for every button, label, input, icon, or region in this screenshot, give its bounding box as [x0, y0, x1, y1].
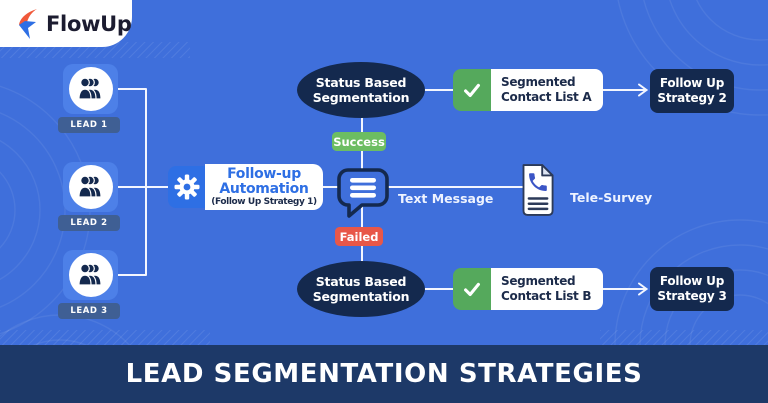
- lead-1-avatar: [68, 67, 113, 111]
- gear-icon-box: [168, 166, 205, 208]
- segmented-contact-list-b: Segmented Contact List B: [453, 268, 603, 310]
- flowup-logo-mark-icon: [19, 8, 37, 39]
- hatch-decoration-bottom-right: [600, 330, 768, 345]
- page-title: LEAD SEGMENTATION STRATEGIES: [125, 359, 643, 389]
- text-message-label: Text Message: [398, 191, 494, 206]
- status-based-segmentation-top: Status Based Segmentation: [297, 62, 425, 118]
- automation-title-line2: Automation: [219, 180, 309, 197]
- lead-2-label: LEAD 2: [58, 215, 120, 231]
- contact-list-a-line2: Contact List A: [501, 90, 592, 104]
- segmented-contact-list-a: Segmented Contact List A: [453, 69, 603, 111]
- people-group-icon: [77, 263, 102, 286]
- strategy-3-line1: Follow Up: [659, 274, 725, 288]
- tele-survey-label: Tele-Survey: [570, 190, 653, 205]
- people-group-icon: [77, 77, 102, 100]
- automation-title-line1: Follow-up: [227, 165, 301, 182]
- chat-bubble-icon: [337, 168, 389, 218]
- follow-up-strategy-3-node: Follow Up Strategy 3: [650, 267, 734, 311]
- followup-automation-card: Follow-up Automation (Follow Up Strategy…: [205, 164, 323, 210]
- lead-1-node: [63, 64, 118, 114]
- checkmark-icon: [464, 282, 480, 297]
- checkmark-icon: [464, 83, 480, 98]
- document-phone-icon: [522, 164, 554, 216]
- lead-1-label: LEAD 1: [58, 117, 120, 133]
- check-box-b: [453, 268, 491, 310]
- status-based-segmentation-bottom: Status Based Segmentation: [297, 261, 425, 317]
- logo: FlowUp: [0, 0, 132, 47]
- check-box-a: [453, 69, 491, 111]
- lead-2-node: [63, 162, 118, 212]
- failed-badge: Failed: [335, 227, 383, 246]
- contact-list-b-line1: Segmented: [501, 274, 576, 288]
- automation-subtitle: (Follow Up Strategy 1): [211, 197, 317, 208]
- lead-3-node: [63, 250, 118, 300]
- segmentation-top-line2: Segmentation: [312, 90, 410, 105]
- followup-automation-node: Follow-up Automation (Follow Up Strategy…: [168, 164, 323, 210]
- follow-up-strategy-2-node: Follow Up Strategy 2: [650, 69, 734, 113]
- gear-icon: [174, 174, 199, 200]
- strategy-3-line2: Strategy 3: [657, 289, 727, 303]
- contact-list-b-line2: Contact List B: [501, 289, 592, 303]
- lead-2-avatar: [68, 165, 113, 209]
- success-badge: Success: [332, 132, 386, 151]
- lead-3-label: LEAD 3: [58, 303, 120, 319]
- strategy-2-line2: Strategy 2: [657, 91, 727, 105]
- title-banner: LEAD SEGMENTATION STRATEGIES: [0, 345, 768, 403]
- hatch-decoration-bottom-left: [0, 330, 210, 345]
- segmentation-bottom-line1: Status Based: [315, 273, 407, 289]
- segmentation-top-line1: Status Based: [315, 74, 407, 90]
- contact-list-a-line1: Segmented: [501, 75, 576, 89]
- logo-text: FlowUp: [46, 11, 132, 36]
- arrow-right-icon: [638, 282, 649, 296]
- strategy-2-line1: Follow Up: [659, 76, 725, 90]
- segmentation-bottom-line2: Segmentation: [312, 289, 410, 304]
- arrow-right-icon: [638, 83, 649, 97]
- phone-handset-glyph: [529, 173, 547, 191]
- people-group-icon: [77, 175, 102, 198]
- lead-3-avatar: [68, 253, 113, 297]
